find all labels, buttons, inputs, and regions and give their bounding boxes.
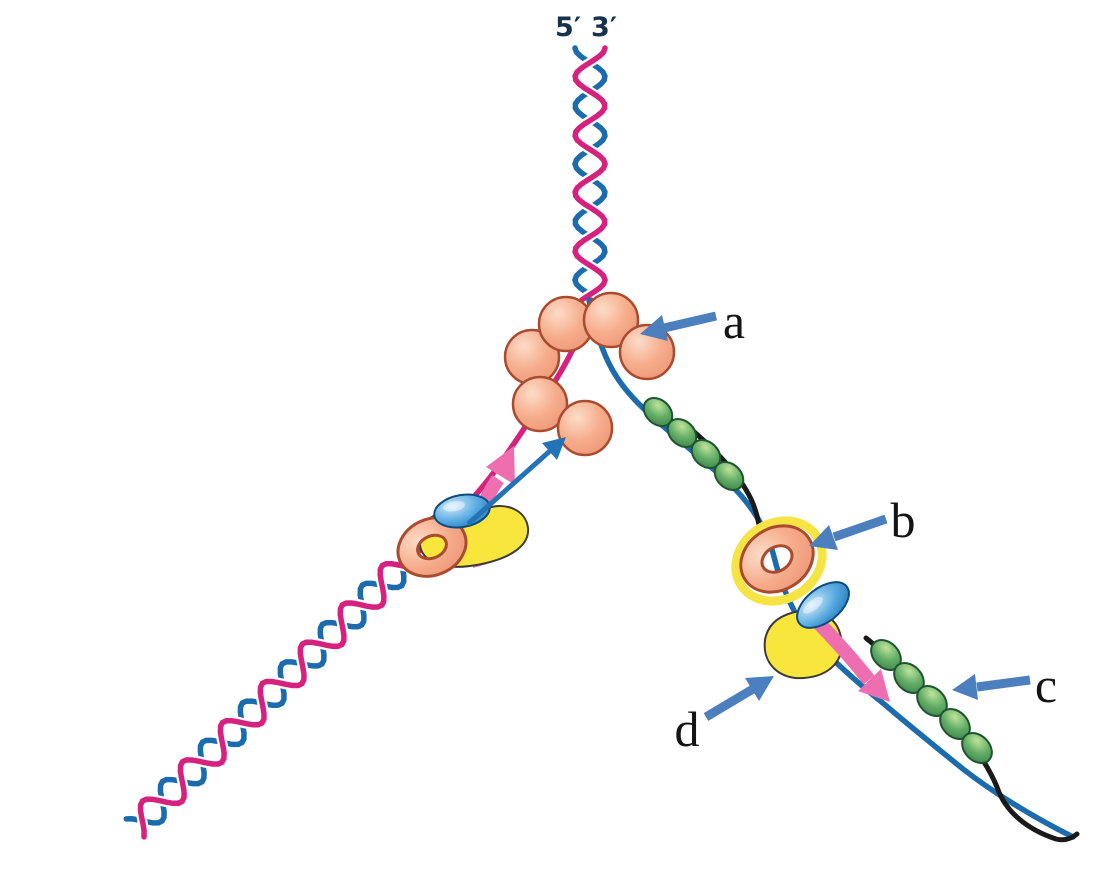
protein-subunit bbox=[556, 399, 614, 457]
dna-polymerase-complex-left bbox=[396, 446, 553, 578]
callout-arrow-a bbox=[662, 311, 718, 333]
label-b: b bbox=[891, 492, 916, 548]
three-prime-label: 3′ bbox=[591, 12, 617, 43]
clamp-glow bbox=[731, 516, 827, 606]
callout-b: b bbox=[809, 492, 916, 550]
ssb-bead bbox=[961, 732, 993, 764]
leading-synthesis-ribbon-head-left bbox=[486, 446, 515, 485]
five-prime-label: 5′ bbox=[555, 12, 581, 43]
polymerase-clamp-loader-right bbox=[796, 581, 850, 629]
leading-strand-direction-arrowhead bbox=[542, 437, 566, 460]
callout-arrowhead-b bbox=[809, 525, 838, 550]
callout-arrow-d bbox=[703, 685, 756, 721]
callout-arrow-b bbox=[832, 514, 888, 542]
callout-arrowhead-c bbox=[952, 674, 978, 700]
label-d: d bbox=[675, 701, 700, 757]
callout-c: c bbox=[952, 657, 1057, 713]
ssb-bead bbox=[713, 460, 745, 492]
lagging-synthesis-ribbon-head-right bbox=[858, 669, 890, 702]
protein-subunit bbox=[511, 375, 569, 433]
callout-arrowhead-d bbox=[745, 676, 774, 701]
ssb-beads-upper bbox=[642, 396, 745, 492]
callout-d: d bbox=[675, 676, 774, 757]
callout-arrow-c bbox=[976, 675, 1031, 692]
left-daughter-duplex bbox=[123, 543, 427, 842]
label-a: a bbox=[723, 293, 745, 349]
label-c: c bbox=[1035, 657, 1057, 713]
parental-strand-pink bbox=[572, 45, 608, 303]
callout-a: a bbox=[640, 293, 745, 349]
dna-polymerase-complex-right bbox=[731, 516, 890, 702]
helicase-protein-cluster bbox=[503, 291, 676, 457]
ssb-beads-lower bbox=[870, 639, 993, 764]
left-duplex-strand-pink bbox=[137, 561, 425, 840]
protein-subunit bbox=[582, 291, 640, 349]
fork-template-strand-blue bbox=[586, 297, 1076, 840]
parental-dna-duplex bbox=[569, 43, 611, 305]
sliding-clamp-right bbox=[739, 524, 815, 594]
leading-strand-direction-arrow bbox=[466, 448, 553, 526]
callout-arrowhead-a bbox=[640, 315, 668, 341]
